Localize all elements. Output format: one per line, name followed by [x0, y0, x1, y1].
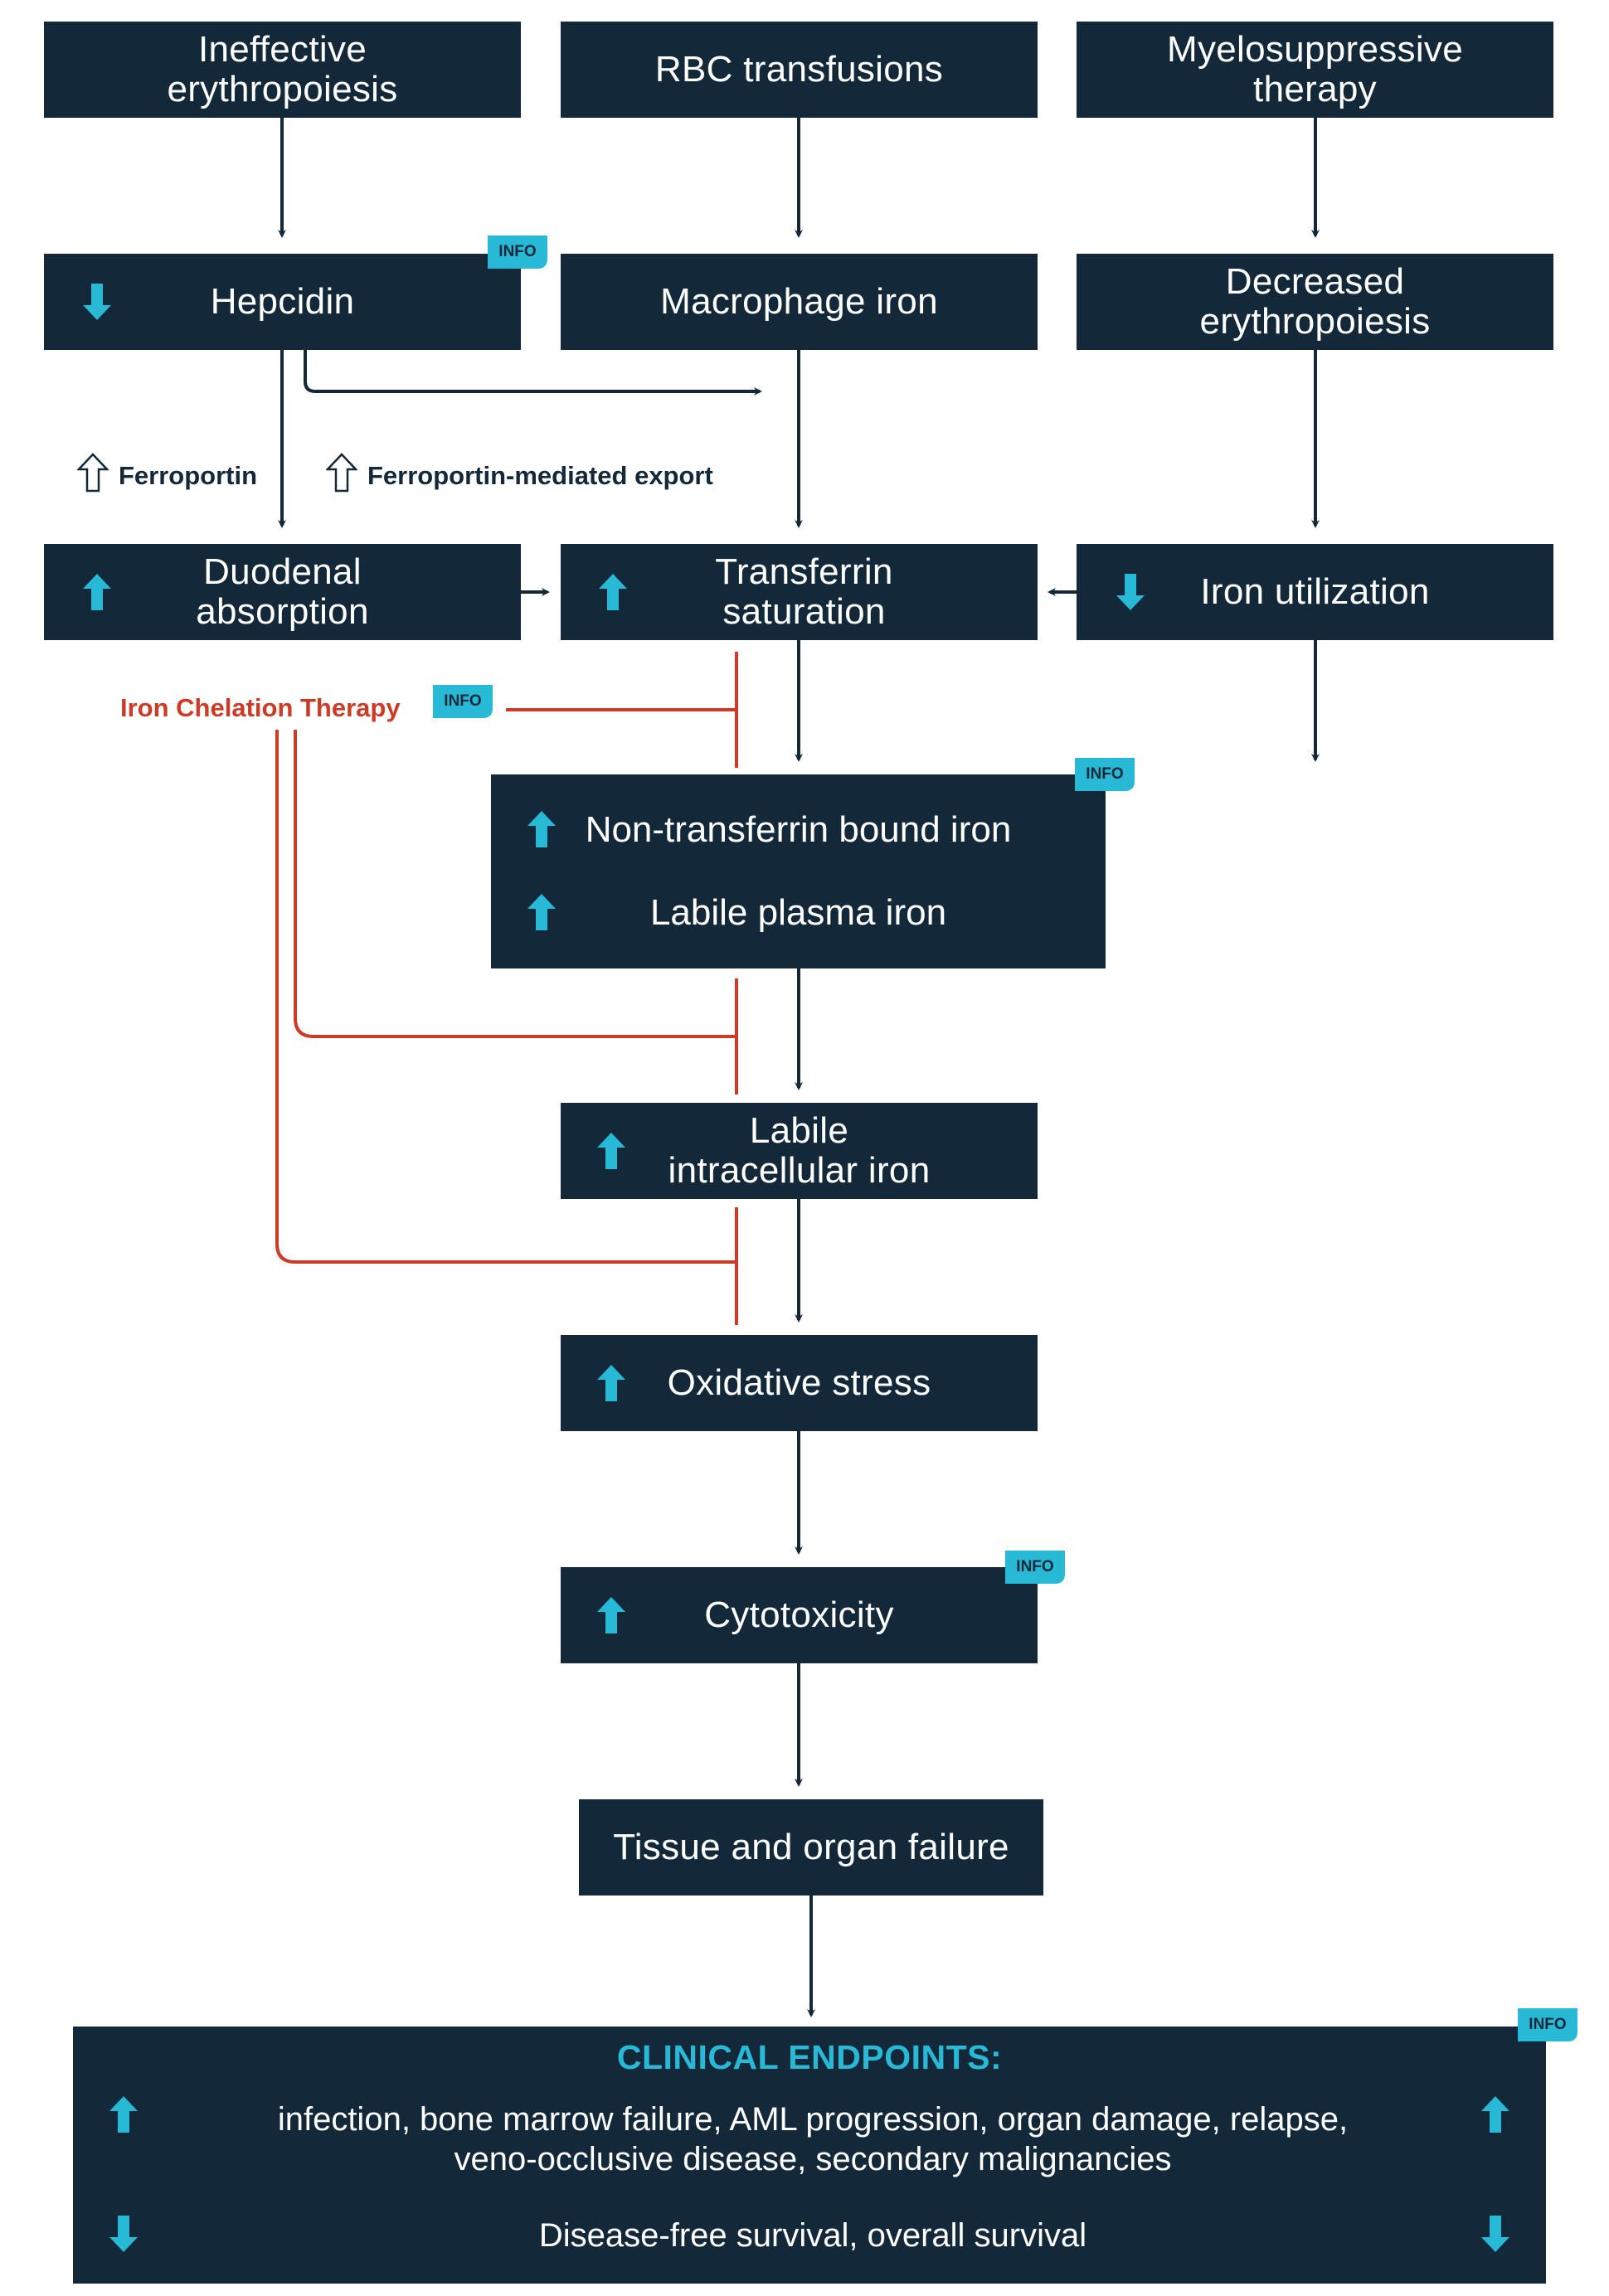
endpoints-decreased: Disease-free survival, overall survival [538, 2217, 1087, 2254]
ntbi-lpi-box [491, 774, 1106, 968]
box-label: Myelosuppressive therapy [1167, 29, 1463, 109]
box-label: Labile intracellular iron [668, 1110, 931, 1191]
macrophage-iron-box: Macrophage iron [561, 254, 1038, 350]
info-badge-label: INFO [1529, 2016, 1567, 2033]
info-badge-label: INFO [444, 692, 482, 710]
info-badge-cytotoxicity[interactable]: INFO [1005, 1551, 1065, 1584]
info-badge-label: INFO [1016, 1558, 1054, 1575]
box-label: RBC transfusions [654, 49, 944, 90]
lpi-label: Labile plasma iron [649, 892, 947, 933]
chelation-line [294, 730, 736, 1038]
info-badge-label: INFO [1086, 765, 1124, 783]
info-badge-endpoints[interactable]: INFO [1518, 2008, 1577, 2041]
tissue-organ-failure-box: Tissue and organ failure [579, 1799, 1043, 1896]
endpoints-increased: infection, bone marrow failure, AML prog… [277, 2101, 1349, 2177]
info-badge-hepcidin[interactable]: INFO [488, 235, 547, 269]
transferrin-saturation-box: Transferrin saturation [561, 544, 1038, 640]
ferroportin-export-label: Ferroportin-mediated export [367, 461, 713, 490]
box-label: Transferrin saturation [715, 551, 893, 632]
outline-arrow-up-icon [77, 453, 109, 493]
cytotoxicity-box: Cytotoxicity [561, 1567, 1038, 1663]
clinical-endpoints-box [73, 2027, 1546, 2284]
oxidative-stress-box: Oxidative stress [561, 1335, 1038, 1431]
arrow-down-icon [109, 2216, 138, 2252]
arrow-down-icon [1481, 2216, 1509, 2252]
info-badge-chelation[interactable]: INFO [433, 685, 493, 718]
arrow-down-icon [83, 284, 111, 320]
info-badge-ntbi[interactable]: INFO [1075, 758, 1135, 791]
box-label: Tissue and organ failure [613, 1827, 1009, 1867]
arrow-up-icon [527, 894, 556, 930]
ineffective-erythropoiesis-box: Ineffective erythropoiesis [44, 22, 521, 118]
arrow-up-icon [599, 574, 627, 610]
outline-arrow-up-icon [326, 453, 357, 493]
box-label: Ineffective erythropoiesis [167, 29, 398, 109]
iron-utilization-box: Iron utilization [1077, 544, 1553, 640]
ferroportin-label: Ferroportin [119, 461, 258, 490]
box-label: Iron utilization [1200, 571, 1430, 612]
arrow-up-icon [597, 1597, 625, 1633]
box-label: Oxidative stress [667, 1362, 931, 1403]
hepcidin-box: Hepcidin [44, 254, 521, 350]
chelation-line [275, 730, 736, 1264]
box-label: Macrophage iron [660, 281, 938, 322]
labile-intracellular-iron-box: Labile intracellular iron [561, 1103, 1038, 1199]
arrow-up-icon [527, 811, 556, 847]
arrow-up-icon [109, 2096, 138, 2133]
myelosuppressive-therapy-box: Myelosuppressive therapy [1077, 22, 1553, 118]
box-label: Hepcidin [210, 281, 355, 322]
decreased-erythropoiesis-box: Decreased erythropoiesis [1077, 254, 1553, 350]
arrow-up-icon [597, 1365, 625, 1401]
box-label: Decreased erythropoiesis [1199, 261, 1431, 342]
rbc-transfusions-box: RBC transfusions [561, 22, 1038, 118]
arrow-up-icon [83, 574, 111, 610]
box-label: Cytotoxicity [704, 1595, 894, 1635]
arrow-up-icon [1481, 2096, 1509, 2133]
iron-chelation-therapy-label[interactable]: Iron Chelation Therapy [120, 693, 401, 722]
clinical-endpoints-title: CLINICAL ENDPOINTS: [616, 2038, 1003, 2076]
arrow-up-icon [597, 1133, 625, 1169]
ntbi-label: Non-transferrin bound iron [585, 809, 1012, 850]
box-label: Duodenal absorption [196, 551, 369, 632]
info-badge-label: INFO [498, 243, 537, 260]
connector [304, 350, 762, 396]
duodenal-absorption-box: Duodenal absorption [44, 544, 521, 640]
arrow-down-icon [1116, 574, 1145, 610]
